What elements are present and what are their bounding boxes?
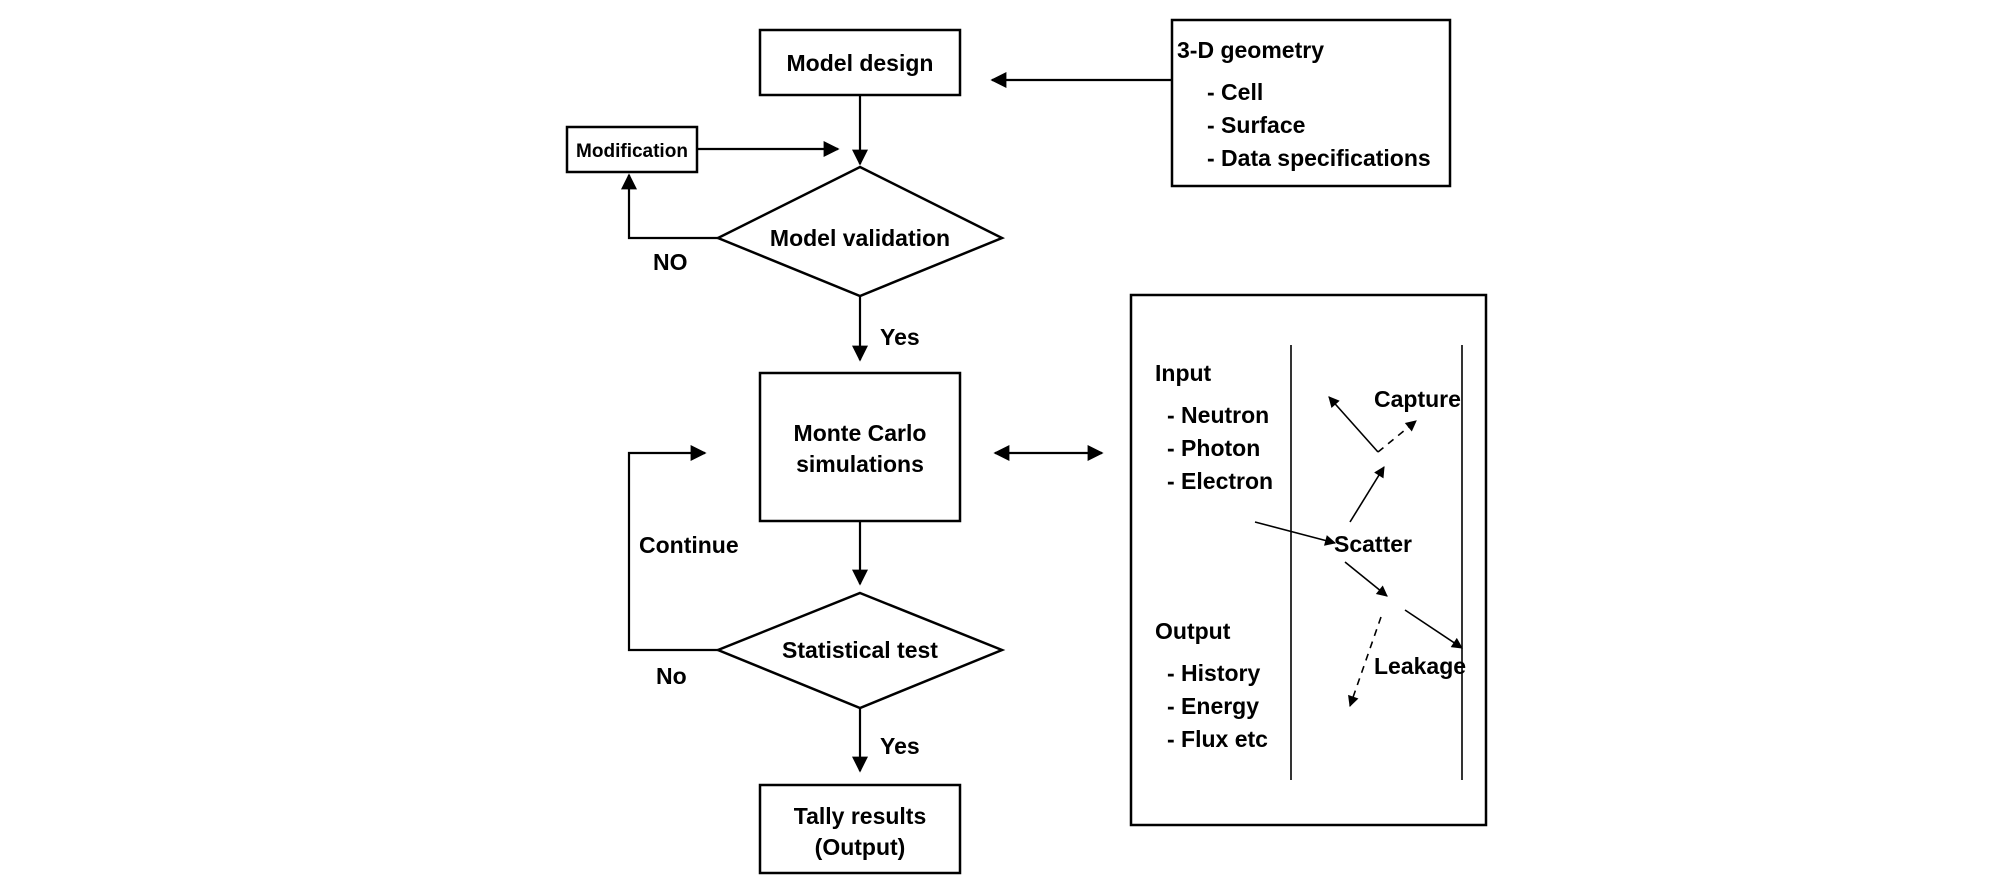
- modification-label: Modification: [576, 141, 688, 162]
- leakage-solid-arrow: [1404, 609, 1463, 649]
- geometry-title: 3-D geometry: [1177, 37, 1324, 63]
- geometry-item: - Cell: [1207, 79, 1263, 105]
- monte-carlo-label-line: simulations: [796, 451, 924, 477]
- model-validation-label: Model validation: [770, 225, 950, 251]
- geometry-item: - Surface: [1207, 112, 1305, 138]
- validation-no-arrow: [621, 173, 718, 240]
- yes-label-upper: Yes: [880, 324, 920, 350]
- capture-solid-arrow: [1328, 396, 1379, 453]
- output-item: - History: [1167, 660, 1261, 686]
- input-title: Input: [1155, 360, 1212, 386]
- tally-label-line: Tally results: [794, 803, 927, 829]
- model-design-label: Model design: [787, 50, 934, 76]
- scatter-label: Scatter: [1334, 531, 1412, 557]
- modification-node: Modification: [565, 125, 699, 174]
- continue-label: Continue: [639, 532, 739, 558]
- monte-carlo-label-line: Monte Carlo: [794, 420, 927, 446]
- model-validation-node: Model validation: [714, 165, 1006, 298]
- geometry-node: 3-D geometry - Cell - Surface - Data spe…: [1170, 18, 1452, 188]
- no-label-upper: NO: [653, 249, 688, 275]
- statistical-test-node: Statistical test: [714, 591, 1006, 710]
- statistical-test-label: Statistical test: [782, 637, 938, 663]
- geometry-item: - Data specifications: [1207, 145, 1431, 171]
- leakage-dashed-arrow: [1348, 616, 1382, 708]
- output-item: - Flux etc: [1167, 726, 1268, 752]
- monte-carlo-node: Monte Carlo simulations: [758, 371, 962, 523]
- input-item: - Electron: [1167, 468, 1273, 494]
- model-design-node: Model design: [758, 28, 962, 97]
- capture-dashed-arrow: [1377, 420, 1417, 453]
- tally-label-line: (Output): [815, 834, 906, 860]
- output-title: Output: [1155, 618, 1231, 644]
- scatter-downward-arrow: [1344, 561, 1388, 597]
- input-item: - Photon: [1167, 435, 1260, 461]
- no-label-lower: No: [656, 663, 687, 689]
- input-item: - Neutron: [1167, 402, 1269, 428]
- continue-loop-arrow: [627, 445, 718, 652]
- particle-transport-panel: Input - Neutron - Photon - Electron Outp…: [1129, 293, 1488, 827]
- leakage-label: Leakage: [1374, 653, 1466, 679]
- scatter-upward-arrow: [1349, 466, 1385, 523]
- capture-label: Capture: [1374, 386, 1461, 412]
- output-item: - Energy: [1167, 693, 1259, 719]
- incident-particle-arrow: [1254, 521, 1337, 546]
- tally-results-node: Tally results (Output): [758, 783, 962, 875]
- yes-label-lower: Yes: [880, 733, 920, 759]
